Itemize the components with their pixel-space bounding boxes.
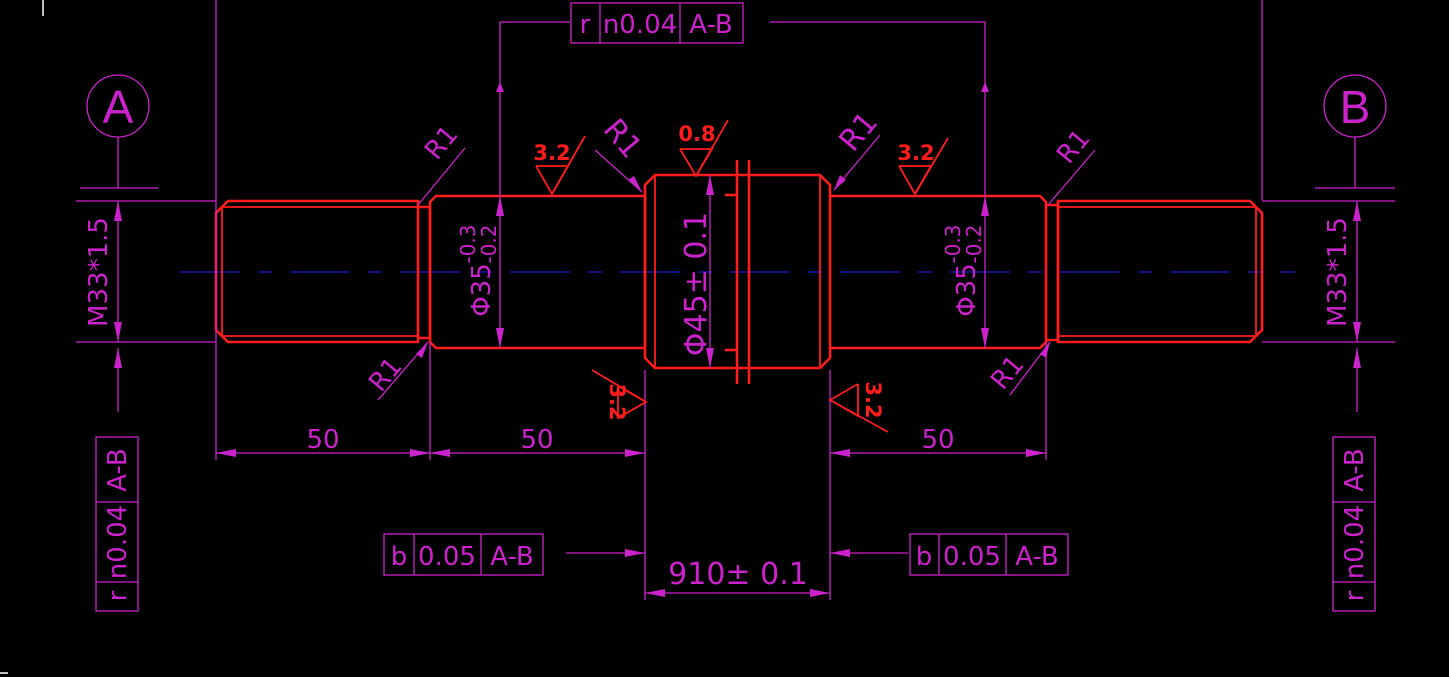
dia-center-dim[interactable]: Φ45± 0.1 [679, 212, 714, 356]
length-1-dim[interactable]: 50 [306, 425, 339, 455]
radius-left-bottom[interactable]: R1 [363, 352, 408, 398]
roughness-tail [695, 119, 729, 177]
fcf-bottom-right[interactable]: b 0.05 A-B [909, 533, 1069, 576]
thread-left-dim[interactable]: M33*1.5 [84, 217, 114, 327]
length-3-dim[interactable]: 50 [921, 425, 954, 455]
fcf-bottom-left-symbol: b [391, 542, 408, 572]
dia-right-journal-dim[interactable]: Φ35 -0.3 -0.2 [941, 224, 986, 316]
radius-right-bottom[interactable]: R1 [985, 350, 1030, 396]
roughness-value: 3.2 [605, 383, 629, 420]
fcf-bottom-left[interactable]: b 0.05 A-B [383, 533, 544, 576]
roughness-value: 3.2 [533, 141, 570, 165]
roughness-tail [551, 135, 586, 195]
roughness-tail [829, 399, 889, 433]
right-thread-section[interactable] [1056, 199, 1264, 344]
datum-b-circle [1323, 74, 1387, 138]
fcf-left-symbol: r [103, 590, 133, 601]
roughness-value: 0.8 [678, 122, 715, 146]
fcf-bottom-left-datum: A-B [490, 542, 534, 572]
roughness-tail [914, 137, 949, 195]
shaft-outline[interactable] [214, 160, 1264, 384]
fcf-bottom-right-symbol: b [916, 542, 933, 572]
length-center-dim[interactable]: 910± 0.1 [668, 557, 808, 592]
datum-b[interactable]: B [1323, 74, 1387, 138]
dia-left-journal-tol-upper: -0.3 [456, 224, 480, 263]
right-groove [1046, 203, 1060, 342]
dia-right-journal-tol-upper: -0.3 [941, 224, 965, 263]
fcf-left-tolerance: n0.04 [103, 505, 133, 579]
roughness-triangle [898, 165, 933, 196]
radius-left-top[interactable]: R1 [419, 120, 464, 166]
fcf-top-tolerance: n0.04 [603, 10, 677, 40]
arrowheads [114, 82, 1361, 597]
fcf-top-datum: A-B [689, 10, 733, 40]
radius-center-right[interactable]: R1 [832, 105, 884, 158]
extension-lines [76, 0, 1395, 600]
roughness-value: 3.2 [897, 141, 934, 165]
dia-left-journal-value: Φ35 [467, 263, 497, 317]
roughness-center-right-face[interactable]: 3.2 [828, 381, 889, 433]
dia-left-journal-dim[interactable]: Φ35 -0.3 -0.2 [456, 224, 501, 316]
roughness-triangle [535, 165, 570, 196]
fcf-bottom-right-datum: A-B [1015, 542, 1059, 572]
dia-right-journal-tol-lower: -0.2 [962, 224, 986, 263]
dia-left-journal-tol-lower: -0.2 [477, 224, 501, 263]
roughness-center-left-face[interactable]: 3.2 [591, 369, 648, 421]
fcf-left-datum: A-B [103, 448, 133, 492]
roughness-value: 3.2 [861, 381, 885, 418]
roughness-left-journal[interactable]: 3.2 [533, 135, 586, 196]
roughness-right-journal[interactable]: 3.2 [897, 137, 949, 196]
thread-right-dim[interactable]: M33*1.5 [1323, 217, 1353, 327]
datum-a[interactable]: A [86, 74, 150, 138]
right-journal[interactable] [830, 194, 1048, 350]
roughness-triangle [679, 148, 714, 178]
fcf-right-symbol: r [1340, 590, 1370, 601]
datum-b-label: B [1340, 81, 1371, 133]
radius-right-top[interactable]: R1 [1051, 124, 1096, 170]
length-2-dim[interactable]: 50 [520, 425, 553, 455]
fcf-left[interactable]: r n0.04 A-B [95, 436, 139, 612]
roughness-center-top[interactable]: 0.8 [678, 119, 729, 178]
datum-a-label: A [103, 81, 134, 133]
fcf-right[interactable]: r n0.04 A-B [1332, 436, 1376, 612]
fcf-bottom-left-tolerance: 0.05 [418, 542, 476, 572]
fcf-bottom-right-tolerance: 0.05 [943, 542, 1001, 572]
roughness-tail [591, 369, 647, 403]
datum-a-circle [86, 74, 150, 138]
roughness-triangle [828, 383, 859, 418]
fcf-right-datum: A-B [1340, 448, 1370, 492]
fcf-right-tolerance: n0.04 [1340, 505, 1370, 579]
fcf-top[interactable]: r n0.04 A-B [570, 2, 744, 44]
dia-right-journal-value: Φ35 [952, 263, 982, 317]
fcf-top-symbol: r [580, 10, 591, 40]
